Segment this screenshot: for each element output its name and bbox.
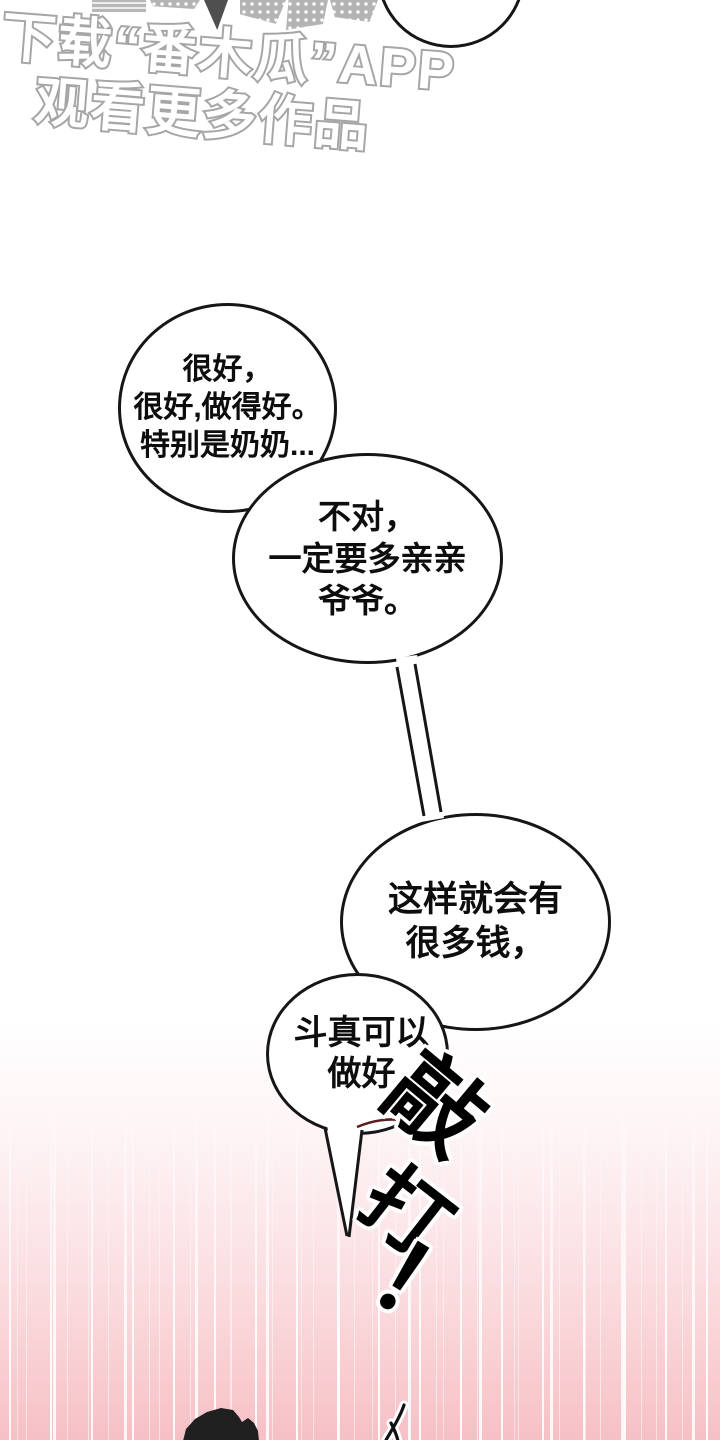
speech-bubble-4: 斗真可以 做好 [266, 973, 449, 1135]
top-deco-bunting-flag [240, 0, 286, 24]
top-deco-bunting-piece [150, 0, 200, 9]
bubble-4-line: 斗真可以 [293, 1014, 430, 1052]
bubble-1-line: 很好,做得好。 [133, 391, 322, 424]
top-deco-bunting-flag [330, 0, 378, 22]
top-deco-block [92, 0, 146, 12]
bubble-1-line: 很好， [182, 353, 273, 386]
bubble-connector-left-line [395, 666, 426, 817]
bubble-4-line: 做好 [327, 1055, 396, 1093]
speech-bubble-2: 不对， 一定要多亲亲 爷爷。 [232, 453, 503, 664]
bubble-2-line: 一定要多亲亲 [268, 539, 467, 577]
bubble-3-line: 这样就会有 [387, 880, 563, 919]
bubble-2-line: 爷爷。 [318, 581, 417, 619]
bubble-1-line: 特别是奶奶... [139, 429, 315, 462]
bubble-2-line: 不对， [318, 497, 417, 535]
bubble-connector-right-line [413, 663, 443, 813]
top-deco-bunting-flag [286, 0, 328, 30]
bubble-connector-fill [396, 655, 444, 822]
vertical-speed-lines [0, 1085, 720, 1440]
bubble-3-line: 很多钱， [405, 924, 546, 963]
app-watermark: 下载“番木瓜”APP 观看更多作品 [0, 5, 460, 161]
